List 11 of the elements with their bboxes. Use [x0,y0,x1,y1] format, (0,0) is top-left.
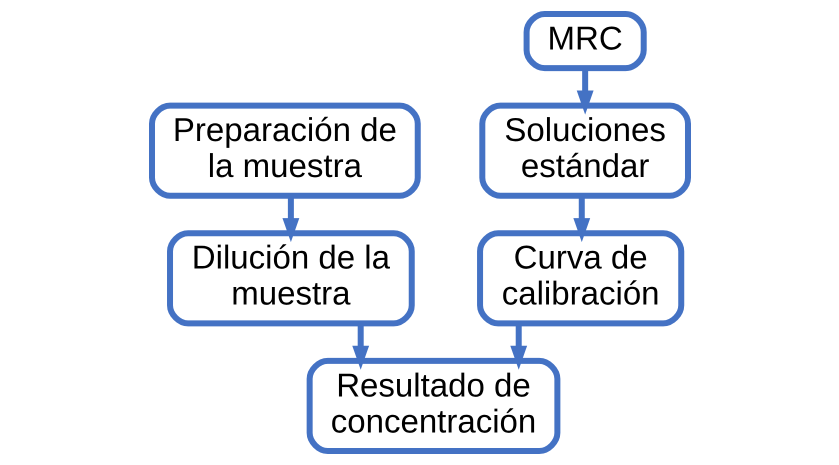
arrow [352,324,369,370]
node-box: Resultado de concentración [306,358,560,454]
arrow [576,68,594,115]
node-box: MRC [523,11,646,72]
node-box: Dilución de la muestra [166,230,414,326]
node-box: Preparación de la muestra [148,102,420,199]
arrow [572,196,590,242]
arrow [282,196,299,242]
node-box: Soluciones estándar [478,102,690,199]
node-box: Curva de calibración [476,230,684,326]
arrow [510,324,527,370]
